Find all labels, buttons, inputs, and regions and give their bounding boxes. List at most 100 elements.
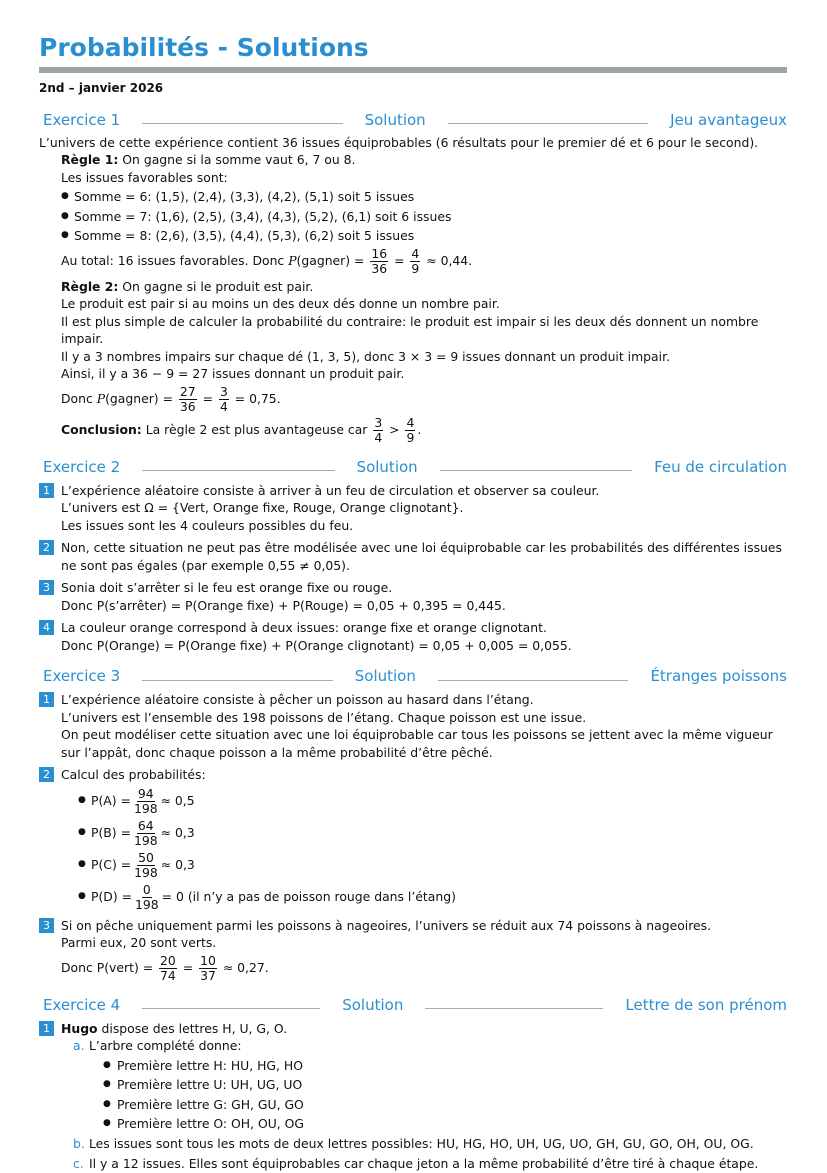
denominator: 4 — [374, 429, 383, 445]
rule-1-text: On gagne si la somme vaut 6, 7 ou 8. — [118, 152, 356, 167]
divider — [142, 123, 343, 124]
numerator: 3 — [373, 414, 384, 431]
sub-letter: b. — [73, 1135, 85, 1151]
sum-list: Somme = 6: (1,5), (2,4), (3,3), (4,2), (… — [61, 188, 787, 245]
approx-value: = 0,75. — [230, 391, 281, 407]
rule-2-label: Règle 2: — [61, 278, 119, 294]
rule-2: Règle 2: On gagne si le produit est pair… — [61, 278, 787, 296]
sub-question-a: a.L’arbre complété donne: — [73, 1037, 787, 1055]
denominator: 198 — [133, 832, 158, 848]
exercise-name: Jeu avantageux — [670, 110, 787, 129]
period: . — [417, 422, 422, 438]
event-prob: P(B) = — [91, 825, 131, 841]
denominator: 9 — [411, 260, 420, 276]
text-line: Calcul des probabilités: — [61, 767, 206, 782]
gagner-text: (gagner) = — [296, 253, 369, 269]
title-bar — [39, 67, 787, 73]
question-1: 1 L’expérience aléatoire consiste à pêch… — [39, 691, 787, 761]
question-number-badge: 3 — [39, 580, 54, 595]
favorable-label: Les issues favorables sont: — [61, 169, 228, 185]
ex1-body-2: Au total: 16 issues favorables. Donc P(g… — [61, 246, 787, 445]
divider — [142, 679, 333, 681]
question-number-badge: 2 — [39, 540, 54, 555]
numerator: 94 — [136, 785, 155, 802]
sub-question-b: b.Les issues sont tous les mots de deux … — [73, 1135, 787, 1153]
question-1: 1 Hugo dispose des lettres H, U, G, O. — [39, 1020, 787, 1038]
sub-text: Il y a 12 issues. Elles sont équiprobabl… — [89, 1156, 759, 1171]
tree-list: Première lettre H: HU, HG, HO Première l… — [103, 1057, 787, 1133]
text-line: Hugo dispose des lettres H, U, G, O. — [61, 1020, 787, 1038]
event-prob: P(C) = — [91, 857, 132, 873]
denominator: 198 — [134, 864, 158, 880]
green-prob-text: Donc P(vert) = — [61, 960, 158, 976]
question-2: 2 Calcul des probabilités: — [39, 766, 787, 784]
text-line: Sonia doit s’arrêter si le feu est orang… — [61, 580, 393, 595]
exercise-name: Feu de circulation — [654, 457, 787, 476]
sub-text: L’arbre complété donne: — [89, 1038, 242, 1053]
question-number-badge: 4 — [39, 620, 54, 635]
q1-text: dispose des lettres H, U, G, O. — [97, 1020, 288, 1036]
ex1-body: Règle 1: On gagne si la somme vaut 6, 7 … — [61, 151, 787, 186]
text-line: Donc P(s’arrêter) = P(Orange fixe) + P(R… — [61, 597, 506, 613]
approx-value: ≈ 0,44. — [422, 253, 473, 269]
numerator: 3 — [218, 383, 229, 400]
denominator: 74 — [160, 967, 176, 983]
list-item: Première lettre G: GH, GU, GO — [103, 1096, 787, 1114]
exercise-label: Exercice 1 — [43, 110, 121, 129]
denominator: 37 — [200, 967, 216, 983]
list-item: Somme = 6: (1,5), (2,4), (3,3), (4,2), (… — [61, 188, 787, 206]
result: ≈ 0,3 — [160, 857, 195, 873]
exercise-3-header: Exercice 3 Solution Étranges poissons — [39, 668, 787, 686]
exercise-1-header: Exercice 1 Solution Jeu avantageux — [39, 110, 787, 130]
total-text: Au total: 16 issues favorables. Donc — [61, 253, 289, 269]
question-number-badge: 1 — [39, 1020, 54, 1036]
numerator: 27 — [178, 383, 197, 400]
conclusion-line: Conclusion: La règle 2 est plus avantage… — [61, 414, 787, 445]
question-2: 2 Non, cette situation ne peut pas être … — [39, 539, 787, 574]
equals: = — [198, 391, 217, 407]
text-line: L’expérience aléatoire consiste à pêcher… — [61, 692, 534, 707]
question-3: 3 Sonia doit s’arrêter si le feu est ora… — [39, 579, 787, 614]
solution-label: Solution — [356, 457, 418, 476]
question-4: 4 La couleur orange correspond à deux is… — [39, 619, 787, 654]
solution-label: Solution — [364, 110, 426, 129]
total-line: Au total: 16 issues favorables. Donc P(g… — [61, 246, 787, 276]
question-number-badge: 3 — [39, 917, 54, 933]
question-1: 1 L’expérience aléatoire consiste à arri… — [39, 482, 787, 535]
p-symbol: P — [288, 253, 297, 269]
hugo-name: Hugo — [61, 1020, 98, 1036]
text-line: Non, cette situation ne peut pas être mo… — [61, 540, 782, 573]
question-number-badge: 1 — [39, 692, 54, 707]
rule-1-label: Règle 1: — [61, 152, 119, 167]
text-line: L’univers est l’ensemble des 198 poisson… — [61, 709, 587, 725]
sub-text: Les issues sont tous les mots de deux le… — [89, 1135, 754, 1151]
numerator: 10 — [199, 952, 217, 969]
divider — [425, 1008, 604, 1009]
text-line: Le produit est pair si au moins un des d… — [61, 296, 500, 311]
gagner-text: (gagner) = — [105, 391, 177, 407]
divider — [142, 470, 335, 471]
result: ≈ 0,5 — [160, 793, 195, 809]
exercise-4-header: Exercice 4 Solution Lettre de son prénom — [39, 996, 787, 1015]
text-line: On peut modéliser cette situation avec u… — [61, 727, 773, 760]
sub-letter: c. — [73, 1156, 84, 1171]
p-symbol: P — [96, 391, 106, 407]
divider — [447, 123, 649, 124]
date-line: 2nd – janvier 2026 — [39, 81, 164, 95]
